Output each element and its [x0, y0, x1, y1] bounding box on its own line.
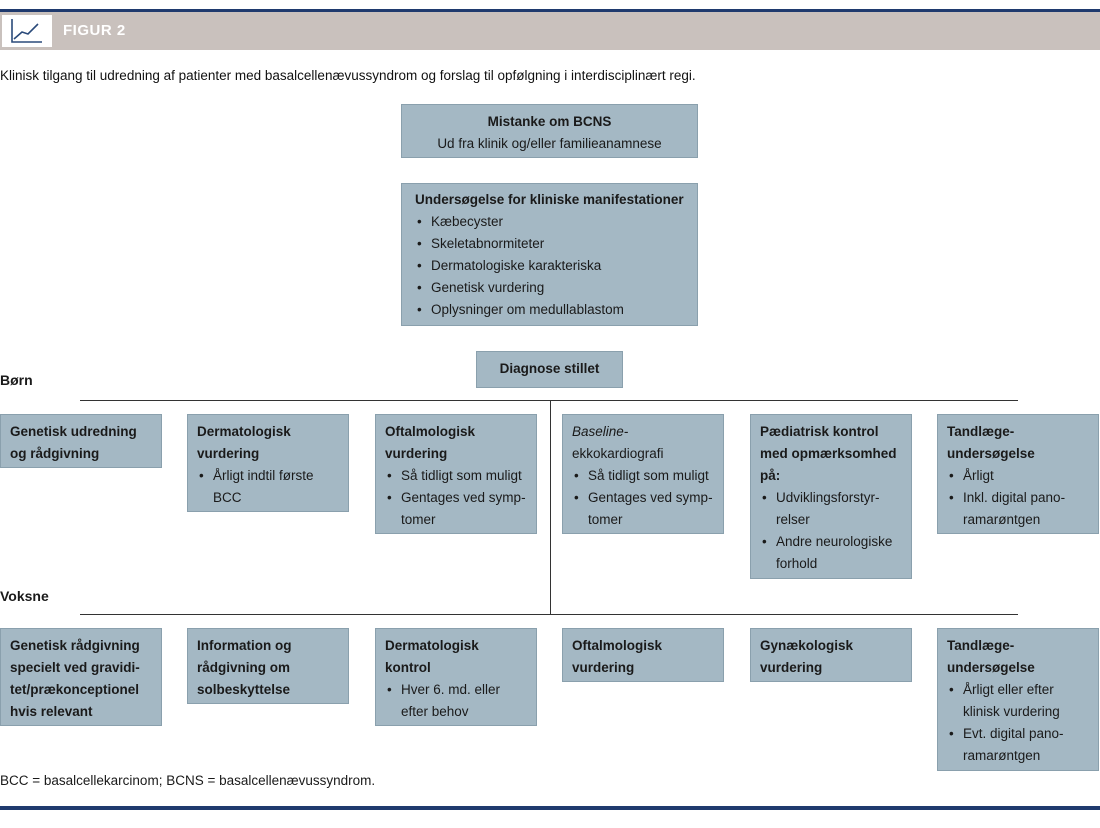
children-box-item: Årligt	[947, 465, 1094, 487]
footnote: BCC = basalcellekarcinom; BCNS = basalce…	[0, 773, 376, 788]
center-divider	[550, 400, 551, 615]
examination-item: Oplysninger om medullablastom	[415, 299, 697, 321]
adults-box-item: Evt. digital pano-ramarøntgen	[947, 723, 1094, 767]
children-box-item: Gentages ved symp-tomer	[572, 487, 719, 531]
children-box: DermatologiskvurderingÅrligt indtil førs…	[187, 414, 349, 512]
children-box-list: ÅrligtInkl. digital pano-ramarøntgen	[947, 465, 1094, 531]
top-rule	[0, 9, 1100, 12]
suspicion-box: Mistanke om BCNS Ud fra klinik og/eller …	[401, 104, 698, 158]
children-box-list: Så tidligt som muligtGentages ved symp-t…	[572, 465, 719, 531]
figure-caption: Klinisk tilgang til udredning af patient…	[0, 68, 696, 83]
adults-divider	[80, 614, 1018, 615]
adults-box-title: Tandlæge-undersøgelse	[947, 638, 1035, 675]
figure-header: FIGUR 2	[0, 12, 1100, 50]
suspicion-subtitle: Ud fra klinik og/eller familieanamnese	[437, 136, 662, 151]
children-box-title: Baseline-ekkokardiografi	[572, 424, 664, 461]
examination-item: Dermatologiske karakteriska	[415, 255, 697, 277]
children-box-item: Inkl. digital pano-ramarøntgen	[947, 487, 1094, 531]
examination-item: Kæbecyster	[415, 211, 697, 233]
children-box-item: Så tidligt som muligt	[572, 465, 719, 487]
examination-item: Skeletabnormiteter	[415, 233, 697, 255]
line-chart-icon	[2, 15, 52, 47]
children-box-item: Udviklingsforstyr-relser	[760, 487, 907, 531]
examination-list: KæbecysterSkeletabnormiteterDermatologis…	[415, 211, 697, 321]
children-box: Baseline-ekkokardiografi Så tidligt som m…	[562, 414, 724, 534]
adults-box: DermatologiskkontrolHver 6. md. ellereft…	[375, 628, 537, 726]
adults-label: Voksne	[0, 588, 49, 604]
children-label: Børn	[0, 372, 33, 388]
examination-box: Undersøgelse for kliniske manifestatione…	[401, 183, 698, 326]
children-box-item: Så tidligt som muligt	[385, 465, 532, 487]
examination-title: Undersøgelse for kliniske manifestatione…	[415, 192, 684, 207]
bottom-rule	[0, 806, 1100, 810]
children-box-list: Så tidligt som muligtGentages ved symp-t…	[385, 465, 532, 531]
children-box: Tandlæge-undersøgelseÅrligtInkl. digital…	[937, 414, 1099, 534]
children-box-item: Gentages ved symp-tomer	[385, 487, 532, 531]
suspicion-title: Mistanke om BCNS	[487, 114, 612, 129]
adults-box: Tandlæge-undersøgelseÅrligt eller efterk…	[937, 628, 1099, 771]
children-divider	[80, 400, 1018, 401]
children-box-list: Udviklingsforstyr-relserAndre neurologis…	[760, 487, 907, 575]
diagnosis-box: Diagnose stillet	[476, 351, 623, 388]
figure-label: FIGUR 2	[63, 22, 126, 39]
diagnosis-label: Diagnose stillet	[499, 361, 600, 376]
children-box-title: Tandlæge-undersøgelse	[947, 424, 1035, 461]
examination-item: Genetisk vurdering	[415, 277, 697, 299]
